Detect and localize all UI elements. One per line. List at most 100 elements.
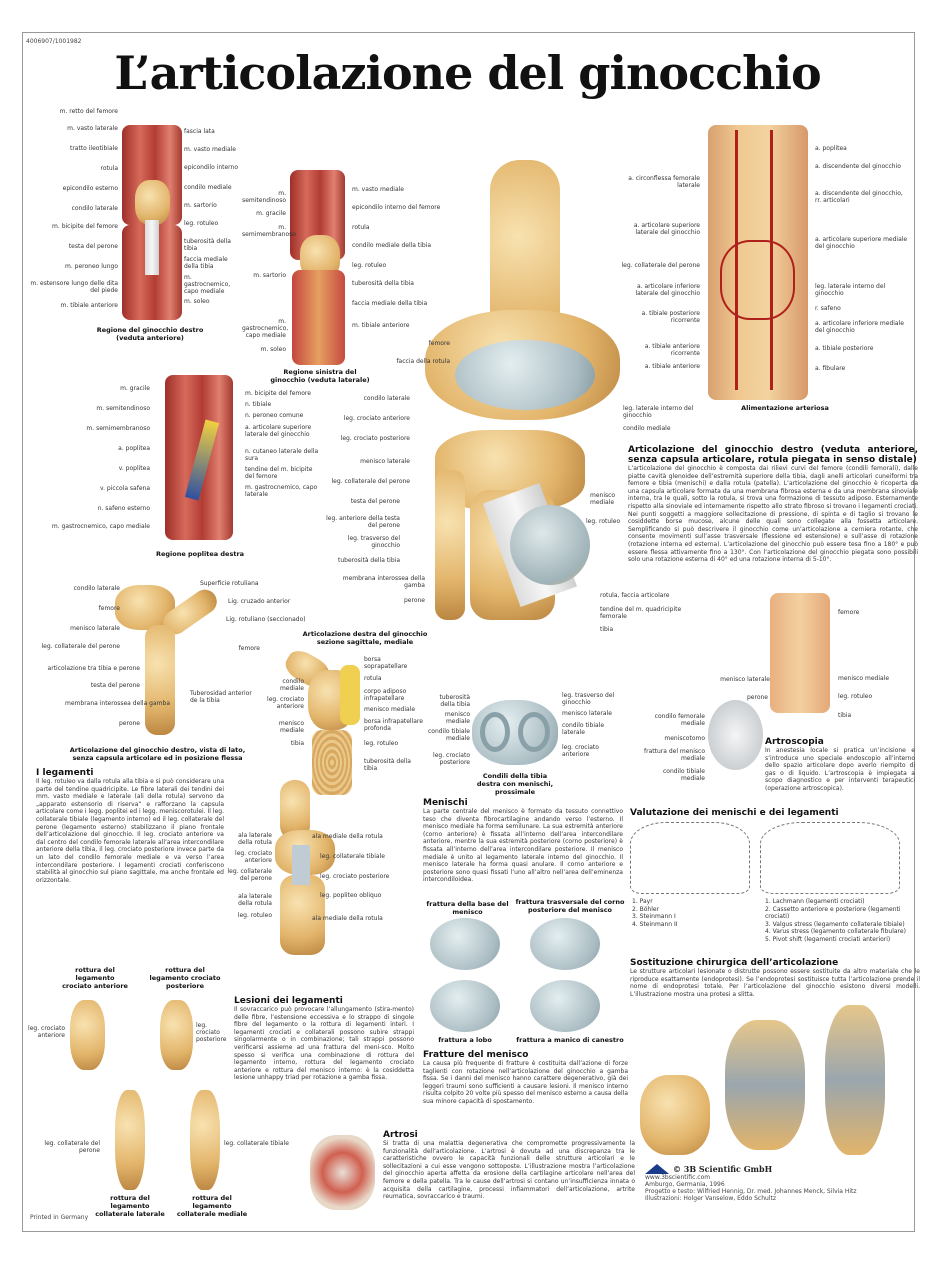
label-main: rotula, faccia articolare [600, 592, 670, 599]
section-text: La parte centrale del menisco è formato … [423, 808, 623, 884]
label-condyles: menisco laterale [562, 710, 612, 717]
label-arterial: leg. laterale interno del ginocchio [815, 283, 886, 297]
label-arthroscopy: tibia [838, 712, 852, 719]
list-item: 2. Böhler [632, 905, 660, 913]
label-popliteal: m. semitendinoso [96, 405, 150, 412]
label-main: testa del perone [350, 498, 400, 505]
label-condyles: leg. crociato anteriore [562, 744, 599, 758]
label-condyles: leg. crociato posteriore [433, 752, 470, 766]
label-arterial: a. discendente del ginocchio, rr. artico… [815, 190, 903, 204]
caption-fracture-4: frattura a manico di canestro [516, 1036, 624, 1044]
list-item: 1. Payr [632, 898, 653, 905]
section-meniscus-fractures: Fratture del menisco La causa più freque… [423, 1050, 628, 1106]
label-arterial: a. poplitea [815, 145, 847, 152]
label-popliteal: a. articolare superiore laterale del gin… [245, 424, 312, 438]
publisher-place: Amburgo, Germania, 1996 [645, 1181, 725, 1188]
label-arthroscopy: femore [838, 609, 860, 616]
section-text: Il sovraccarico può provocare l’allungam… [234, 1006, 414, 1082]
label-flexed: condilo laterale [73, 585, 120, 592]
label-arthroscopy: condilo tibiale mediale [662, 768, 705, 782]
label-posterior: leg. collaterale tibiale [320, 853, 385, 860]
label-popliteal: n. cutaneo laterale della sura [245, 448, 319, 462]
section-title: Artroscopia [765, 737, 824, 747]
section-arthroscopy: Artroscopia In anestesia locale si prati… [765, 737, 915, 793]
label-popliteal: m. gracile [120, 385, 150, 392]
label-condyles: condilo tibiale laterale [562, 722, 605, 736]
section-title: Lesioni dei legamenti [234, 996, 343, 1006]
label-arthroscopy: menisco laterale [720, 676, 770, 683]
3b-logo-icon [645, 1164, 669, 1174]
label-sagittal: tuberosità della tibia [364, 758, 411, 772]
label-popliteal: a. poplitea [118, 445, 150, 452]
label-main: faccia della rotula [396, 358, 450, 365]
label-posterior: leg. popliteo obliquo [320, 892, 382, 899]
label-arterial: r. safeno [815, 305, 841, 312]
label-sagittal: borsa soprapatellare [364, 656, 408, 670]
label-lateral: leg. rotuleo [352, 262, 387, 269]
label-posterior: leg. rotuleo [237, 912, 272, 919]
caption-lateral: Regione sinistra del ginocchio (veduta l… [270, 368, 370, 384]
label-posterior: ala mediale della rotula [312, 915, 383, 922]
label-main: condilo laterale [363, 395, 410, 402]
section-title: Valutazione dei menischi e dei legamenti [630, 808, 839, 818]
label-popliteal: n. tibiale [245, 401, 272, 408]
label-anterior: leg. rotuleo [184, 220, 219, 227]
caption-injury-4: rottura del legamento collaterale medial… [176, 1194, 248, 1218]
caption-anterior: Regione del ginocchio destro (veduta ant… [96, 326, 204, 342]
label-posterior: leg. crociato anteriore [235, 850, 272, 864]
poster-frame [22, 32, 915, 1232]
publisher-authors: Progetto e testo: Wilfried Hennig, Dr. m… [645, 1188, 857, 1195]
label-anterior: m. vasto mediale [184, 146, 236, 153]
label-anterior: m. peroneo lungo [65, 263, 118, 270]
label-main: menisco laterale [360, 458, 410, 465]
ligament-test-list: 1. Lachmann (legamenti crociati) 2. Cass… [765, 898, 920, 944]
label-anterior: m. sartorio [184, 202, 217, 209]
caption-sagittal: Articolazione destra del ginocchio sezio… [302, 630, 428, 646]
label-main: leg. trasverso del ginocchio [347, 535, 400, 549]
label-arterial: a. tibiale anteriore ricorrente [644, 343, 700, 357]
label-main: leg. laterale interno del ginocchio [623, 405, 694, 419]
label-posterior: ala laterale della rotula [238, 832, 272, 846]
label-injuries: leg. collaterale tibiale [224, 1140, 289, 1147]
label-main: tuberosità della tibia [338, 557, 400, 564]
label-lateral: m. sartorio [253, 272, 286, 279]
label-popliteal: m. gastrocnemico, capo mediale [51, 523, 150, 530]
label-anterior: fascia lata [184, 128, 215, 135]
label-anterior: epicondilo esterno [62, 185, 118, 192]
label-flexed: membrana interossea della gamba [65, 700, 170, 707]
label-popliteal: m. semimembranoso [86, 425, 150, 432]
label-sagittal: corpo adiposo infrapatellare [364, 688, 407, 702]
label-anterior: m. estensore lungo delle dita del piede [30, 280, 118, 294]
label-injuries: leg. collaterale del perone [44, 1140, 100, 1154]
caption-flexed: Articolazione del ginocchio destro, vist… [69, 746, 246, 762]
caption-condyles: Condili della tibia destra con menischi,… [476, 772, 554, 796]
section-title: Sostituzione chirurgica dell’articolazio… [630, 958, 839, 968]
label-lateral: m. semimembranoso [242, 224, 296, 238]
label-main: femore [428, 340, 450, 347]
label-arterial: a. discendente del ginocchio [815, 163, 901, 170]
label-lateral: m. gracile [256, 210, 286, 217]
caption-arterial: Alimentazione arteriosa [741, 404, 829, 412]
label-flexed: articolazione tra tibia e perone [47, 665, 140, 672]
section-title: Fratture del menisco [423, 1050, 529, 1060]
caption-injury-2: rottura del legamento crociato posterior… [149, 966, 221, 990]
label-anterior: tratto ileotibiale [69, 145, 118, 152]
section-title: Artrosi [383, 1130, 418, 1140]
caption-injury-1: rottura del legamento crociato anteriore [62, 966, 128, 990]
section-arthrosis: Artrosi Si tratta di una malattia degene… [383, 1130, 635, 1201]
label-sagittal: condilo mediale [279, 678, 304, 692]
label-lateral: m. semitendinoso [242, 190, 286, 204]
label-anterior: m. vasto laterale [67, 125, 118, 132]
label-flexed: testa del perone [90, 682, 140, 689]
label-sagittal: menisco mediale [278, 720, 304, 734]
label-lateral: faccia mediale della tibia [352, 300, 428, 307]
section-main-joint: Articolazione del ginocchio destro (vedu… [628, 445, 918, 564]
label-arthroscopy: leg. rotuleo [838, 693, 873, 700]
label-main: condilo mediale [623, 425, 671, 432]
section-text: Si tratta di una malattia degenerativa c… [383, 1140, 635, 1201]
label-popliteal: m. bicipite del femore [245, 390, 311, 397]
caption-fracture-3: frattura a lobo [438, 1036, 492, 1044]
label-posterior: ala mediale della rotula [312, 833, 383, 840]
publisher-block: © 3B Scientific GmbH www.3bscientific.co… [645, 1164, 915, 1202]
label-main: leg. anteriore della testa del perone [326, 515, 400, 529]
